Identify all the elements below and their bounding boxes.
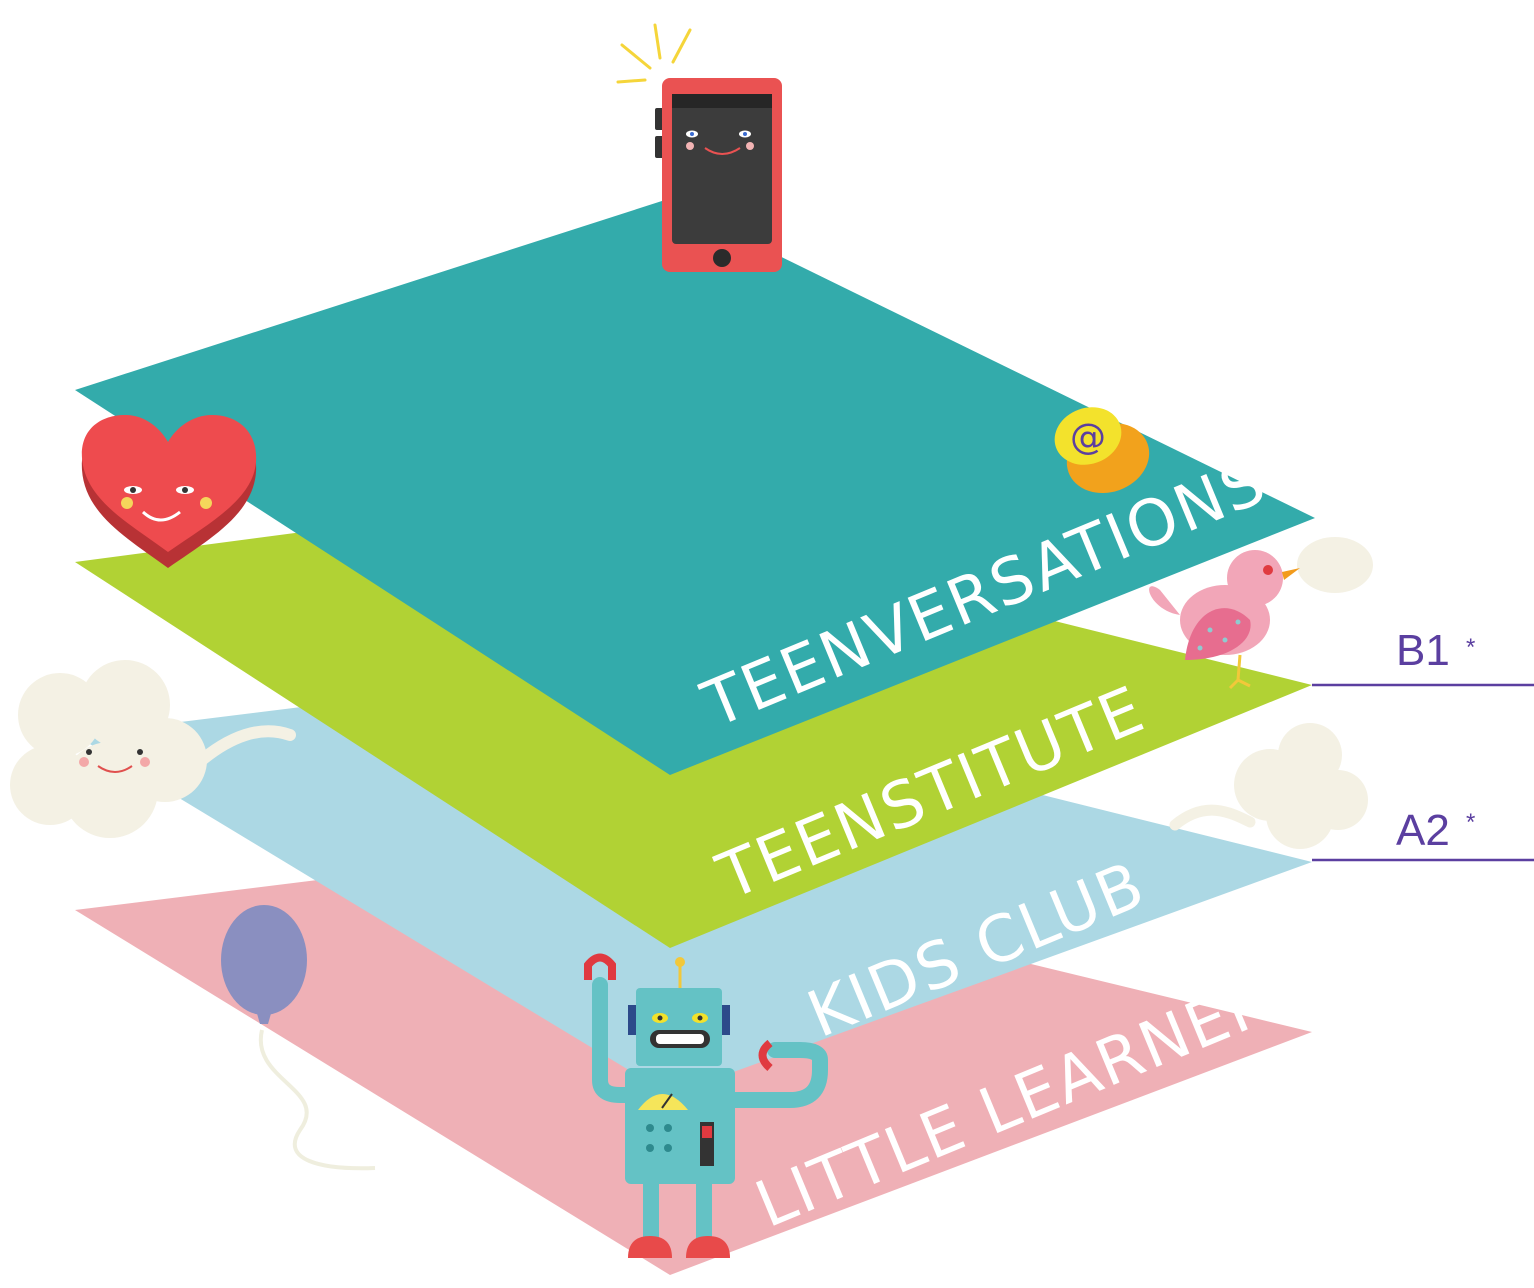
cloud-icon (1169, 723, 1368, 849)
level-markers: B1 * A2 * (1312, 626, 1534, 862)
bird-icon (1149, 537, 1373, 690)
email-at-label: @ (1070, 417, 1106, 458)
level-note-a2: * (1466, 809, 1475, 836)
smartphone-icon (616, 23, 782, 272)
robot-icon (584, 953, 828, 1258)
level-label-b1: B1 (1396, 626, 1450, 675)
heart-icon (81, 415, 257, 568)
cloud-icon (10, 660, 296, 838)
balloon-icon (221, 905, 376, 1171)
email-at-icon: @ (1054, 407, 1150, 494)
level-label-a2: A2 (1396, 806, 1450, 855)
level-note-b1: * (1466, 634, 1475, 661)
